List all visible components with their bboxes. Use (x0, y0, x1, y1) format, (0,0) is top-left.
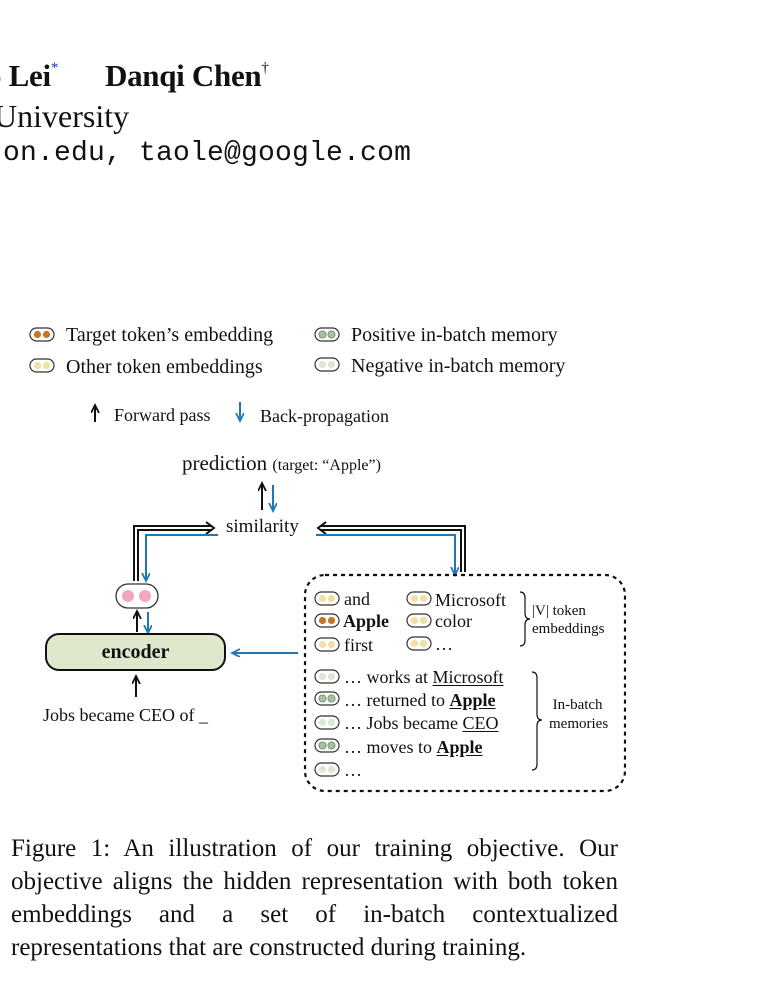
author-1-mark: * (50, 60, 59, 76)
memory-container (303, 573, 627, 793)
memory-5-icon (314, 762, 340, 777)
legend-positive-label: Positive in-batch memory (351, 324, 558, 346)
memory-brace-label: In-batch memories (549, 697, 609, 732)
prediction-target-label: (target: “Apple”) (272, 457, 381, 474)
author-emails: ton.edu, taole@google.com (0, 138, 412, 169)
vocab-first-label: first (344, 635, 373, 655)
vocab-microsoft-icon (406, 591, 432, 606)
memory-5-label: … (344, 760, 362, 780)
prediction-label: prediction (target: “Apple”) (182, 451, 381, 475)
memory-4-icon (314, 738, 340, 753)
similarity-to-hidden-backprop (146, 534, 218, 580)
memory-4-label: … moves to Apple (344, 737, 483, 757)
legend-other-label: Other token embeddings (66, 356, 263, 378)
memory-2-icon (314, 691, 340, 706)
hidden-to-similarity-arrow (133, 521, 216, 581)
legend-negative-icon (314, 357, 340, 372)
memory-3-icon (314, 715, 340, 730)
vocab-brace (519, 591, 531, 647)
vocab-and-icon (314, 591, 340, 606)
vocab-more-icon (406, 636, 432, 651)
legend-target-label: Target token’s embedding (66, 324, 274, 346)
vocab-brace-label: |V| token embeddings (532, 603, 605, 637)
forward-pass-label: Forward pass (114, 405, 211, 425)
memory-2-label: … returned to Apple (344, 690, 496, 710)
memory-1-icon (314, 669, 340, 684)
encoder-block: encoder (45, 633, 226, 671)
affiliation: University (0, 98, 130, 134)
author-2-name: Danqi Chen (105, 58, 262, 93)
vocab-more-label: … (435, 634, 453, 654)
vocab-color-label: color (435, 611, 472, 631)
vocab-and-label: and (344, 589, 370, 609)
legend-target-icon (29, 327, 55, 342)
memory-1-label: … works at Microsoft (344, 667, 504, 687)
author-1-name: o Lei (0, 58, 51, 93)
memory-to-similarity-arrow (316, 521, 466, 572)
figure-caption: Figure 1: An illustration of our trainin… (11, 835, 618, 961)
vocab-first-icon (314, 637, 340, 652)
legend-other-icon (29, 358, 55, 373)
backprop-label: Back-propagation (260, 406, 389, 426)
similarity-label: similarity (226, 516, 299, 537)
legend-positive-icon (314, 327, 340, 342)
vocab-apple-icon (314, 613, 340, 628)
hidden-representation-icon (115, 583, 159, 609)
author-2-mark: † (261, 60, 269, 76)
similarity-to-memory-backprop (316, 534, 455, 574)
encoder-label: encoder (101, 640, 170, 663)
legend-negative-label: Negative in-batch memory (351, 355, 566, 377)
vocab-color-icon (406, 613, 432, 628)
memory-3-label: … Jobs became CEO (344, 713, 499, 733)
memory-brace (531, 671, 543, 771)
vocab-microsoft-label: Microsoft (435, 590, 506, 610)
input-sentence: Jobs became CEO of _ (43, 705, 208, 725)
vocab-apple-label: Apple (343, 611, 390, 631)
